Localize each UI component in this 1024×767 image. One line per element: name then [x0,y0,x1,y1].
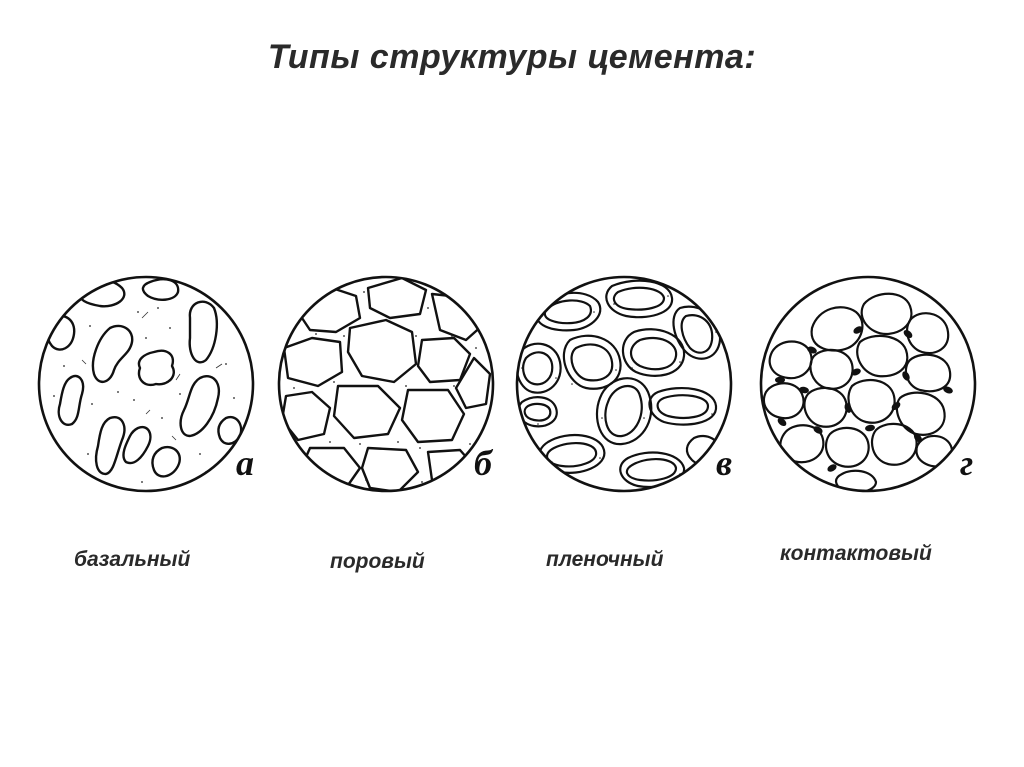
diagram-pore [270,268,502,500]
diagram-basal [30,268,262,500]
slide-title: Типы структуры цемента: [267,38,757,76]
panel-letter-v: в [716,443,733,483]
caption-film: пленочный [546,548,664,571]
panel-letter-g: г [960,443,974,483]
caption-basal: базальный [74,548,191,571]
panel-letter-b: б [474,443,492,483]
caption-contact: контактовый [780,542,932,565]
basal-circle-graphic [37,275,255,493]
diagram-film [508,268,740,500]
caption-pore: поровый [330,550,425,573]
contact-circle-graphic [759,275,977,493]
pore-circle-graphic [277,275,495,493]
panel-letter-a: а [236,443,254,483]
diagram-contact [752,268,984,500]
film-circle-graphic [515,275,733,493]
